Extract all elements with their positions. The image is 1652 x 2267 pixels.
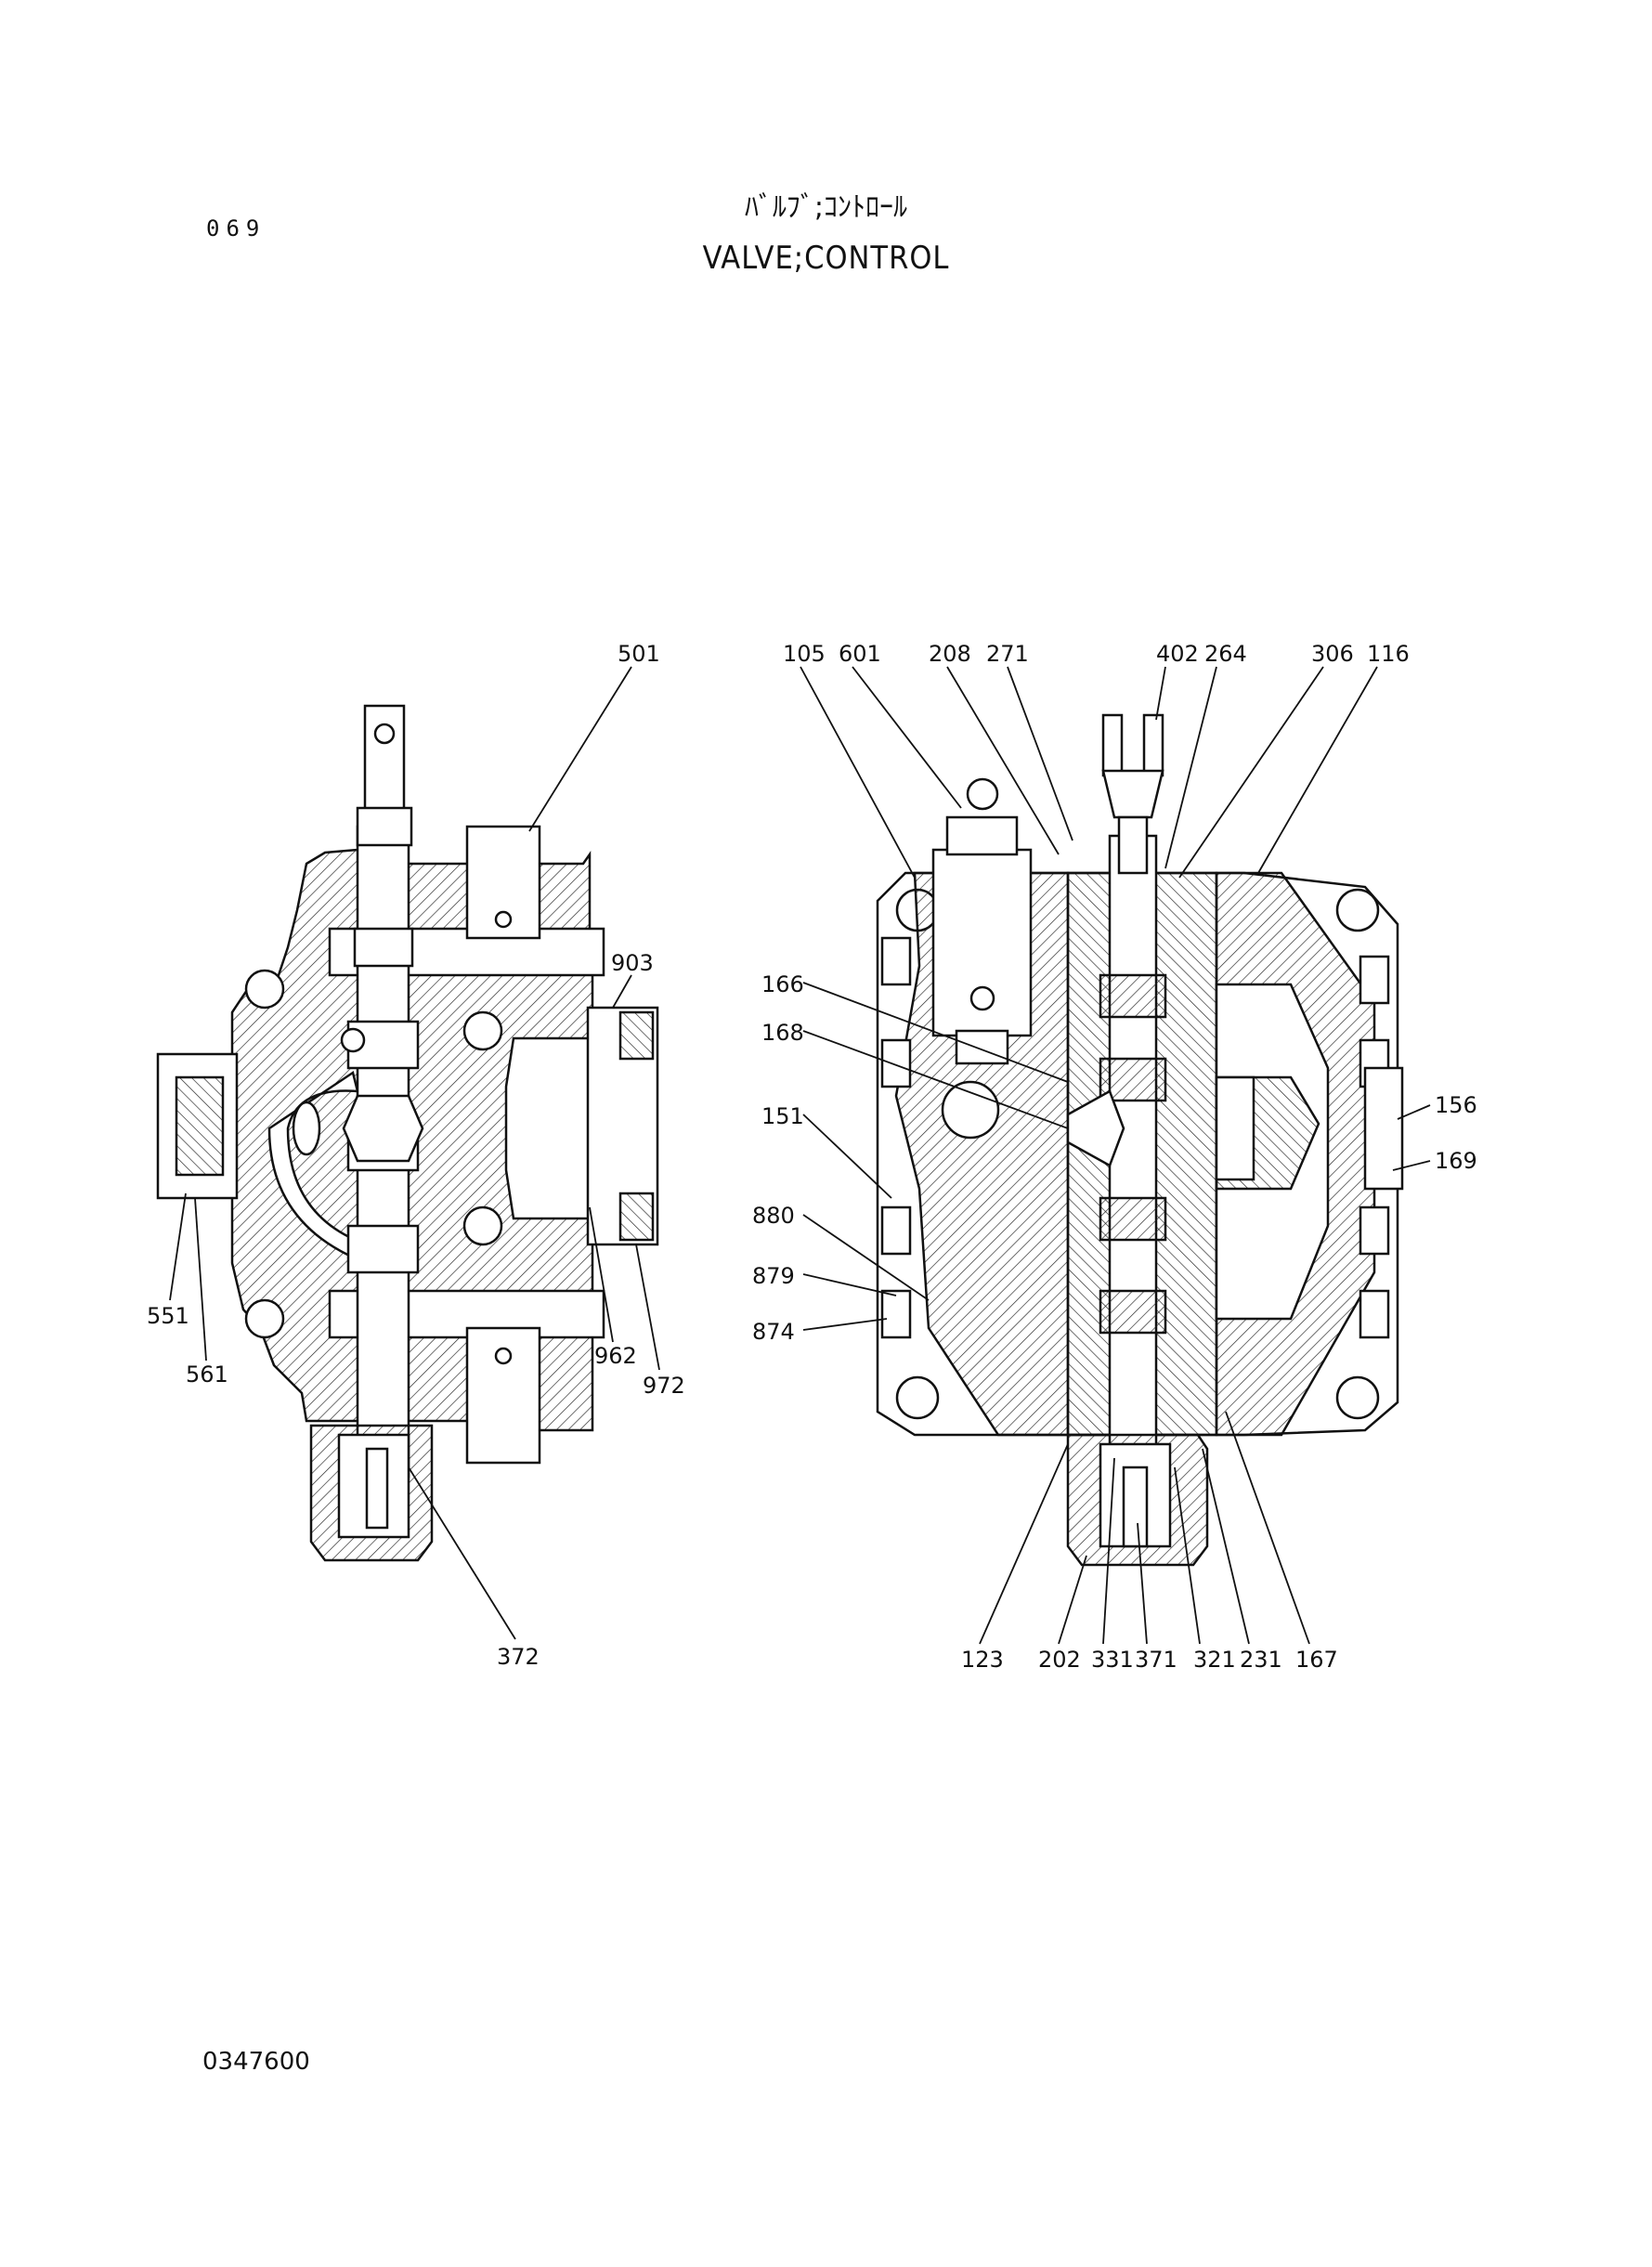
callout-231: 231 xyxy=(1240,1647,1282,1673)
callout-116: 116 xyxy=(1367,641,1410,667)
callout-264: 264 xyxy=(1204,641,1247,667)
left-section-view xyxy=(156,704,659,1562)
callout-156: 156 xyxy=(1435,1092,1477,1118)
page-number: 069 xyxy=(206,215,267,241)
drawing-number: 0347600 xyxy=(202,2048,310,2076)
callout-331: 331 xyxy=(1091,1647,1134,1673)
callout-561: 561 xyxy=(186,1362,228,1388)
title-japanese: ﾊﾞﾙﾌﾞ;ｺﾝﾄﾛｰﾙ xyxy=(744,191,908,224)
right-section-view xyxy=(876,713,1404,1567)
callout-169: 169 xyxy=(1435,1148,1477,1174)
callout-105: 105 xyxy=(783,641,826,667)
callout-874: 874 xyxy=(752,1319,795,1345)
callout-202: 202 xyxy=(1038,1647,1081,1673)
callout-372: 372 xyxy=(497,1644,540,1670)
callout-306: 306 xyxy=(1311,641,1354,667)
callout-167: 167 xyxy=(1295,1647,1338,1673)
callout-402: 402 xyxy=(1156,641,1199,667)
callout-972: 972 xyxy=(643,1373,685,1399)
callout-880: 880 xyxy=(752,1203,795,1229)
callout-371: 371 xyxy=(1135,1647,1177,1673)
right-clevis xyxy=(1101,713,1124,777)
callout-601: 601 xyxy=(839,641,881,667)
callout-168: 168 xyxy=(761,1020,804,1046)
right-leader-lines xyxy=(800,666,1431,1645)
callout-879: 879 xyxy=(752,1263,795,1289)
title-english: VALVE;CONTROL xyxy=(702,240,950,277)
callout-321: 321 xyxy=(1193,1647,1236,1673)
callout-labels: 501 903 551 561 962 972 372 105 601 208 … xyxy=(147,641,1477,1673)
callout-501: 501 xyxy=(618,641,660,667)
callout-271: 271 xyxy=(986,641,1029,667)
callout-903: 903 xyxy=(611,950,654,976)
callout-123: 123 xyxy=(961,1647,1004,1673)
callout-551: 551 xyxy=(147,1303,189,1329)
callout-208: 208 xyxy=(929,641,971,667)
left-leader-lines xyxy=(169,666,660,1640)
callout-151: 151 xyxy=(761,1103,804,1129)
callout-166: 166 xyxy=(761,971,804,997)
callout-962: 962 xyxy=(594,1343,637,1369)
